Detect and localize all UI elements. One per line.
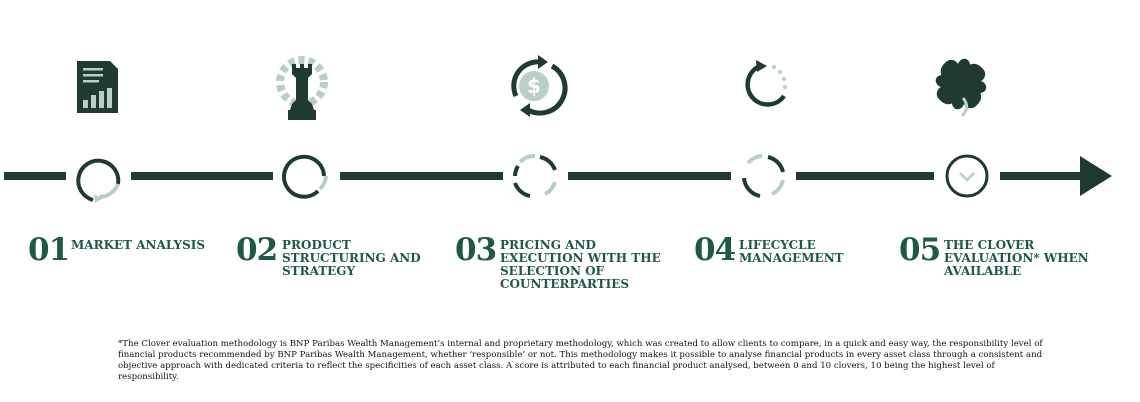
timeline-node-1 [76,158,121,203]
document-chart-icon [77,61,118,113]
step-4-label: LIFECYCLE MANAGEMENT [739,239,844,265]
step-2-number: 02 [236,232,278,268]
step-2-label: PRODUCT STRUCTURING AND STRATEGY [282,239,421,278]
clover-methodology-footnote: *The Clover evaluation methodology is BN… [118,339,1043,382]
step-3-label: PRICING AND EXECUTION WITH THE SELECTION… [500,239,661,291]
chess-rook-gear-icon [276,56,328,120]
step-2-label-line: PRODUCT [282,238,351,252]
timeline-node-3 [513,154,557,198]
step-5-label: THE CLOVER EVALUATION* WHEN AVAILABLE [944,239,1089,278]
step-3-label-line: COUNTERPARTIES [500,277,630,291]
step-3-label-line: EXECUTION WITH THE [500,251,661,265]
step-3-number: 03 [455,232,497,268]
step-1-label-line: MARKET ANALYSIS [71,238,206,252]
timeline-arrowhead [1080,156,1112,196]
step-3-label-line: PRICING AND [500,238,596,252]
step-5-number: 05 [899,232,941,268]
step-2-label-line: STRUCTURING AND [282,251,421,265]
step-4-label-line: MANAGEMENT [739,251,844,265]
timeline-node-2 [282,154,328,199]
step-4-label-line: LIFECYCLE [739,238,816,252]
step-1-number: 01 [28,232,70,268]
step-1-label: MARKET ANALYSIS [71,239,205,252]
dollar-cycle-icon: $ [511,55,568,117]
step-5-label-line: THE CLOVER [944,238,1035,252]
step-4-number: 04 [694,232,736,268]
svg-text:$: $ [527,74,541,98]
timeline-node-5 [945,154,989,198]
step-2-label-line: STRATEGY [282,264,356,278]
timeline-node-4 [742,154,785,198]
clover-icon [935,58,987,118]
timeline-line [4,156,1112,196]
step-5-label-line: EVALUATION* WHEN [944,251,1089,265]
circular-progress-icon [745,60,787,107]
step-5-label-line: AVAILABLE [944,264,1022,278]
step-3-label-line: SELECTION OF [500,264,605,278]
